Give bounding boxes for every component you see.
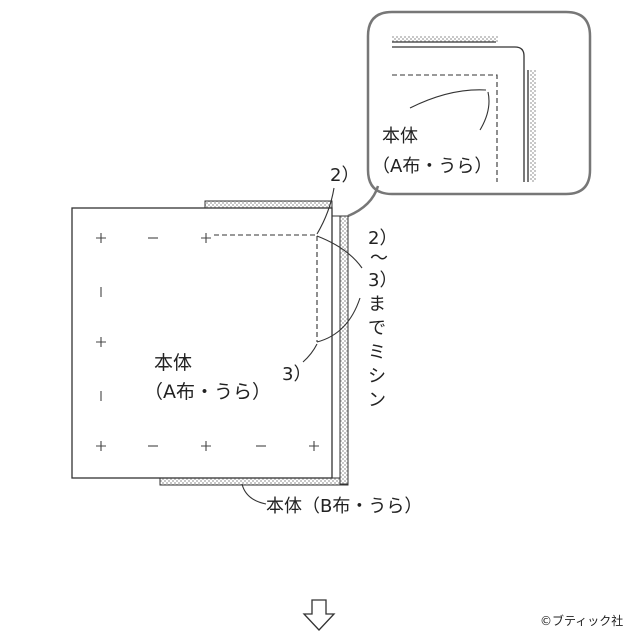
b-fabric-right-edge bbox=[339, 215, 349, 485]
inset-b-fabric-side-edge bbox=[530, 70, 536, 182]
inset-b-fabric-top-edge bbox=[392, 36, 498, 42]
cross-mark bbox=[96, 441, 106, 451]
step3-label: 3） bbox=[282, 364, 311, 385]
vertical-caption-char: シ bbox=[368, 366, 386, 387]
main-label-line1: 本体 bbox=[154, 352, 192, 374]
b-fabric-label: 本体（B布・うら） bbox=[266, 496, 422, 517]
vertical-caption: 2） ～ 3） ま で ミ シ ン bbox=[368, 228, 397, 411]
vertical-caption-char: で bbox=[368, 318, 386, 339]
inset-bubble-tail bbox=[347, 185, 380, 218]
main-label-line2: （A布・うら） bbox=[144, 381, 271, 403]
cross-mark bbox=[309, 441, 319, 451]
vertical-caption-char: ン bbox=[368, 390, 386, 411]
leader-step2 bbox=[316, 187, 335, 235]
leader-b-fabric bbox=[241, 483, 267, 505]
placement-marks bbox=[96, 233, 319, 451]
fabric-stack: 2） 3） 本体 （A布・うら） 本体（B布・うら） 2） ～ 3） ま で ミ… bbox=[71, 165, 422, 517]
a-fabric-piece bbox=[71, 207, 333, 479]
leader-caption-bottom bbox=[316, 297, 361, 343]
vertical-caption-char: ミ bbox=[368, 342, 386, 363]
leader-step3 bbox=[302, 343, 318, 363]
cross-mark bbox=[201, 441, 211, 451]
inset-label-line1: 本体 bbox=[382, 126, 418, 147]
stitch-line bbox=[214, 234, 318, 342]
cross-mark bbox=[201, 233, 211, 243]
leader-caption-top bbox=[316, 235, 363, 269]
vertical-caption-char: 2） bbox=[368, 228, 397, 249]
copyright: ©ブティック社 bbox=[540, 613, 623, 628]
inset-detail: 本体 （A布・うら） bbox=[347, 10, 592, 218]
step2-label: 2） bbox=[330, 165, 359, 186]
vertical-caption-char: ま bbox=[368, 294, 386, 315]
b-fabric-bottom-edge bbox=[159, 477, 349, 486]
b-fabric-top-edge bbox=[204, 200, 333, 209]
vertical-caption-char: ～ bbox=[370, 248, 388, 269]
inset-pointer-curve-2 bbox=[479, 91, 490, 131]
down-arrow-icon bbox=[302, 599, 336, 631]
cross-mark bbox=[96, 337, 106, 347]
cross-mark bbox=[96, 233, 106, 243]
inset-label-line2: （A布・うら） bbox=[372, 156, 492, 177]
vertical-caption-char: 3） bbox=[368, 270, 397, 291]
inset-stitch-line bbox=[392, 74, 498, 182]
inset-pointer-curve bbox=[409, 89, 487, 109]
inset-fabric-corner-mid bbox=[392, 46, 525, 182]
